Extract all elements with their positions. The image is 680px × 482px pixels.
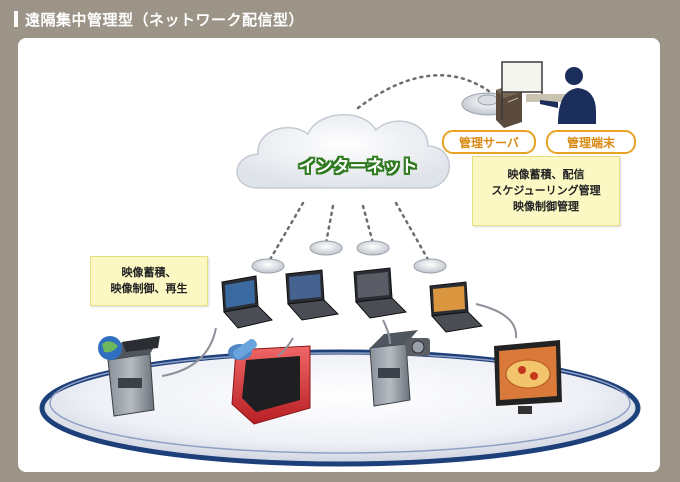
player-functions-info-box: 映像蓄積、 映像制御、再生 (90, 256, 208, 306)
info-line: 映像制御、再生 (110, 282, 188, 295)
red-display-icon (228, 339, 311, 425)
laptop-icon-2 (285, 240, 343, 321)
laptop-icon-1 (221, 258, 285, 329)
management-terminal-icon (501, 61, 596, 124)
kiosk-terminal-icon (98, 336, 160, 417)
page-title: 遠隔集中管理型（ネットワーク配信型） (25, 11, 305, 29)
server-functions-info-box: 映像蓄積、配信 スケジューリング管理 映像制御管理 (472, 156, 620, 226)
internet-label: インターネット (298, 157, 418, 177)
laptop-icon-3 (353, 240, 408, 319)
info-line: 映像蓄積、配信 (507, 168, 585, 181)
laptop-icon-4 (413, 258, 484, 333)
diagram-panel: インターネット 管理サーバ 管理端末 映像蓄積、配信 スケジューリング管理 映像… (18, 38, 660, 472)
info-line: 映像制御管理 (513, 200, 579, 213)
info-line: 映像蓄積、 (121, 266, 177, 279)
large-monitor-icon (494, 340, 562, 414)
platform-ellipse (39, 349, 641, 467)
network-diagram (39, 61, 641, 467)
kiosk-player-icon (369, 330, 430, 407)
header: 遠隔集中管理型（ネットワーク配信型） (0, 0, 680, 38)
management-server-label: 管理サーバ (442, 130, 536, 154)
header-accent-bar (14, 11, 18, 27)
connection-cables (161, 303, 518, 377)
management-terminal-label: 管理端末 (546, 130, 636, 154)
info-line: スケジューリング管理 (491, 184, 601, 197)
network-dotted-lines (266, 74, 500, 265)
internet-cloud (236, 114, 450, 189)
